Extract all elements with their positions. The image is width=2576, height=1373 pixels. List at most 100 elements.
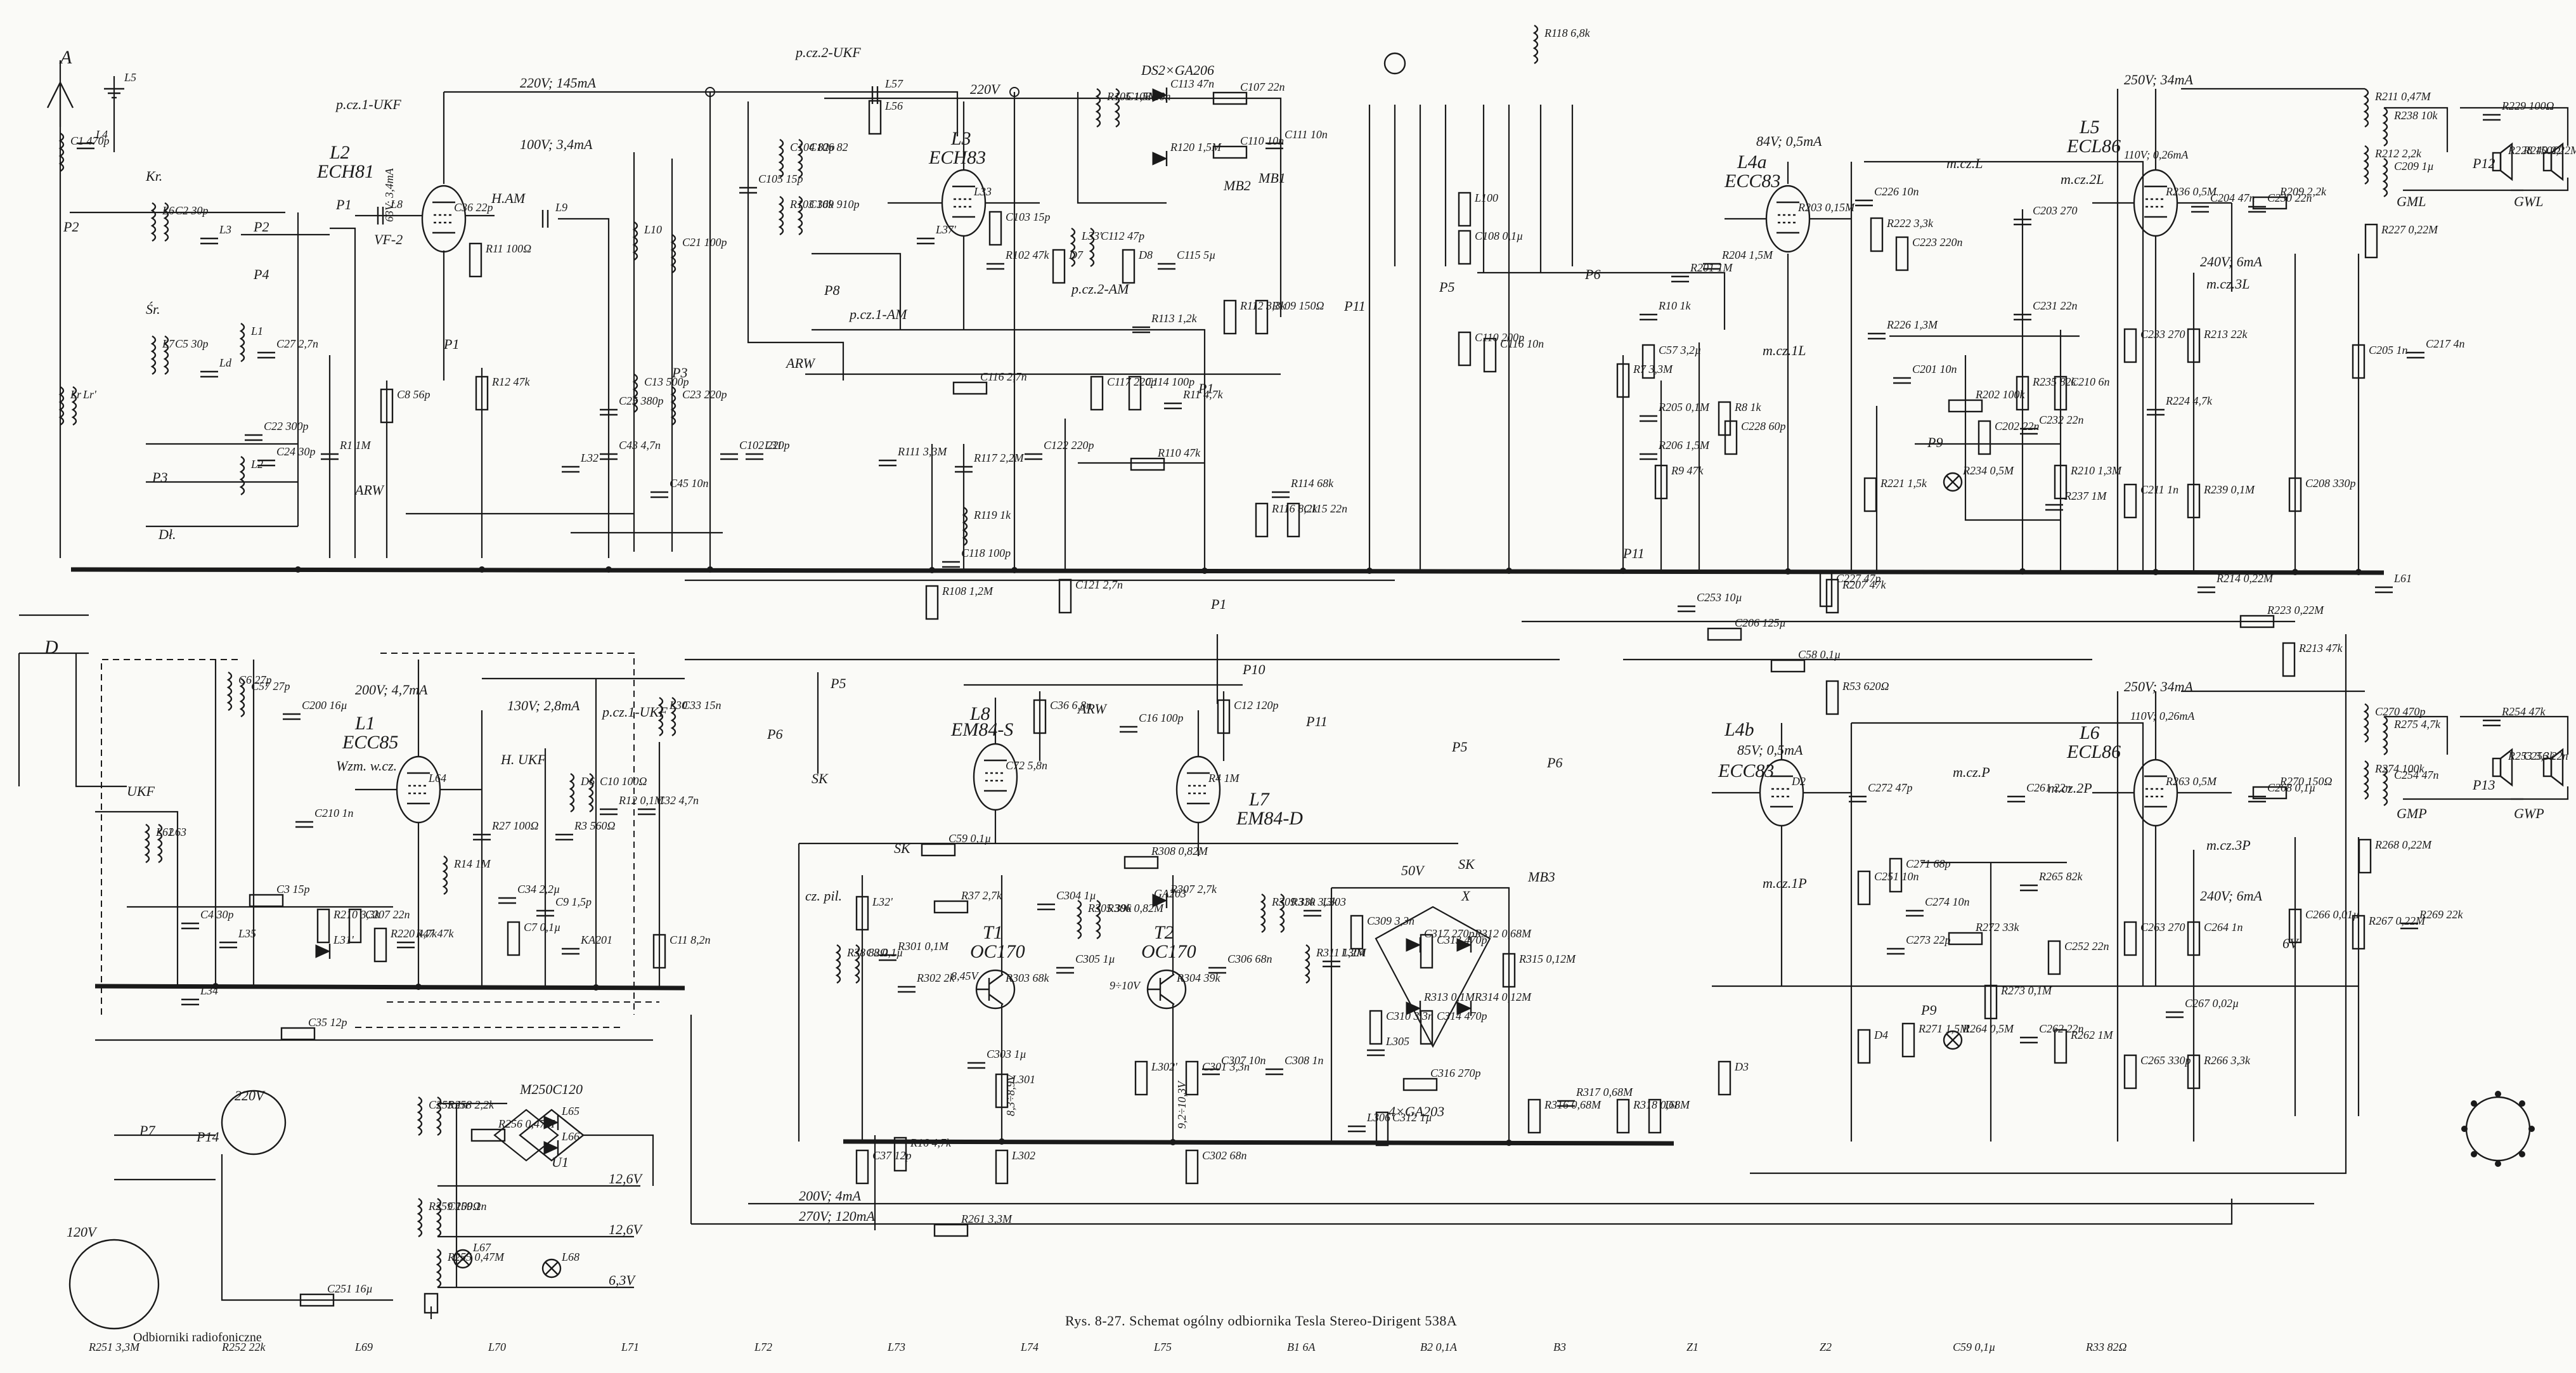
component-label: R212 2,2k (2374, 147, 2422, 160)
component-label: R9 47k (1671, 464, 1704, 477)
component-label: L305 (1385, 1035, 1409, 1048)
component-label: R301 0,1M (897, 940, 949, 953)
component-label: C24 30p (276, 445, 316, 458)
label-output: GMP (2397, 805, 2427, 821)
label-section: m.cz.3P (2206, 837, 2251, 853)
component-label: L5 (124, 71, 136, 84)
label-switch: P10 (1242, 661, 1265, 677)
component-label: R314 0,12M (1474, 991, 1532, 1003)
component-label: R16 4,7k (910, 1136, 952, 1149)
component-label: C304 1µ (1056, 889, 1096, 902)
component-label: C10 100Ω (600, 775, 647, 788)
component-label: C21 100p (682, 236, 727, 249)
component-label: R118 6,8k (1544, 27, 1591, 39)
component-label: L34 (200, 984, 218, 997)
component-label: R228 150Ω (2508, 144, 2561, 157)
component-label: R312 0,68M (1474, 927, 1532, 940)
component-label: R110 47k (1157, 446, 1201, 459)
component-label: C102 220p (739, 439, 790, 452)
voltage-selector[interactable] (221, 1090, 287, 1155)
component-label: L8 (390, 198, 403, 211)
label-voltage: 63V; 3,4mA (383, 167, 396, 222)
label-tube: L7 (1248, 789, 1271, 810)
component-label: R304 39k (1176, 972, 1220, 984)
label-x: X (1461, 888, 1471, 904)
label-voltage: 84V; 0,5mA (1756, 133, 1822, 149)
component-label: C255 1n (429, 1098, 468, 1111)
component-label: D6 (580, 775, 595, 788)
component-label: R236 0,5M (2165, 185, 2217, 198)
label-output: GML (2397, 193, 2426, 209)
component-label: C116 10n (1500, 337, 1544, 350)
label-voltage: 12,6V (609, 1171, 644, 1187)
label-dipole: D (44, 637, 58, 658)
component-label: R226 1,3M (1886, 318, 1938, 331)
label-section: p.cz.1-AM (848, 306, 908, 322)
component-label: R305 39k (1087, 902, 1132, 914)
component-label: C58 0,1µ (1798, 648, 1841, 661)
component-label: R264 0,5M (1962, 1022, 2014, 1035)
label-tube: L6 (2079, 722, 2100, 743)
label-section: ARW (354, 482, 384, 498)
component-label: R308 0,82M (1151, 845, 1208, 857)
label-switch: P2 (253, 219, 269, 235)
component-label: R251 3,3M (88, 1341, 140, 1353)
label-switch: P9 (1927, 434, 1943, 450)
component-label: C1 470p (70, 134, 110, 147)
mains-selector[interactable] (68, 1239, 160, 1330)
label-section: m.cz.3L (2206, 276, 2249, 292)
label-rectifier: M250C120 (519, 1081, 583, 1097)
component-label: R53 620Ω (1842, 680, 1889, 693)
component-label: C122 220p (1044, 439, 1094, 452)
component-label: C116 2,7n (980, 370, 1027, 383)
label-section: p.cz.1-UKF (601, 704, 668, 720)
component-label: C57 3,2µ (1659, 344, 1701, 356)
label-section: m.cz.2L (2061, 171, 2104, 187)
component-label: C274 10n (1925, 895, 1970, 908)
component-label: L68 (561, 1251, 579, 1263)
label-section: H.AM (491, 190, 526, 206)
component-label: B1 6A (1287, 1341, 1316, 1353)
component-label: C312 1µ (1392, 1111, 1432, 1124)
component-label: R109 150Ω (1271, 299, 1324, 312)
connector-socket[interactable] (2465, 1096, 2531, 1162)
component-label: C72 5,8n (1006, 759, 1047, 772)
label-switch: P8 (824, 282, 839, 298)
component-label: R235 82k (2032, 375, 2076, 388)
component-label: C105 15p (758, 172, 803, 185)
component-label: R3 560Ω (574, 819, 616, 832)
label-section: Dł. (158, 526, 176, 542)
component-label: L64 (428, 772, 446, 784)
label-voltage: 8,45V (951, 970, 980, 982)
component-label: C251 16µ (327, 1282, 373, 1295)
label-voltage: 120V (67, 1224, 98, 1240)
component-label: C13 500p (644, 375, 689, 388)
label-voltage: 130V; 2,8mA (507, 698, 580, 713)
component-label: C45 10n (670, 477, 709, 490)
label-voltage: 85V; 0,5mA (1737, 742, 1803, 758)
component-label: L71 (621, 1341, 639, 1353)
component-label: C210 1n (314, 807, 354, 819)
component-label: C115 5µ (1177, 249, 1216, 261)
component-label: C201 10n (1912, 363, 1957, 375)
label-voltage: 6,3V (609, 1272, 637, 1288)
component-label: B2 0,1A (1420, 1341, 1458, 1353)
component-label: R268 0,22M (2374, 838, 2432, 851)
component-label: C16 100p (1139, 712, 1184, 724)
component-label: C303 1µ (987, 1048, 1026, 1060)
label-section: ARW (1077, 701, 1107, 717)
component-label: C271 68p (1906, 857, 1951, 870)
component-label: R254 47k (2501, 705, 2546, 718)
component-label: L302 (1011, 1149, 1035, 1162)
component-label: KA201 (580, 934, 612, 946)
component-label: C108 0,1µ (1475, 230, 1523, 242)
label-voltage: 50V (1401, 862, 1425, 878)
label-tube: L5 (2079, 117, 2100, 138)
component-label: C110 200p (1475, 331, 1524, 344)
component-label: C262 22n (2039, 1022, 2084, 1035)
component-label: L31 (764, 439, 782, 452)
component-label: R237 1M (2064, 490, 2107, 502)
component-label: R252 22k (221, 1341, 266, 1353)
label-voltage: 240V; 6mA (2200, 888, 2263, 904)
